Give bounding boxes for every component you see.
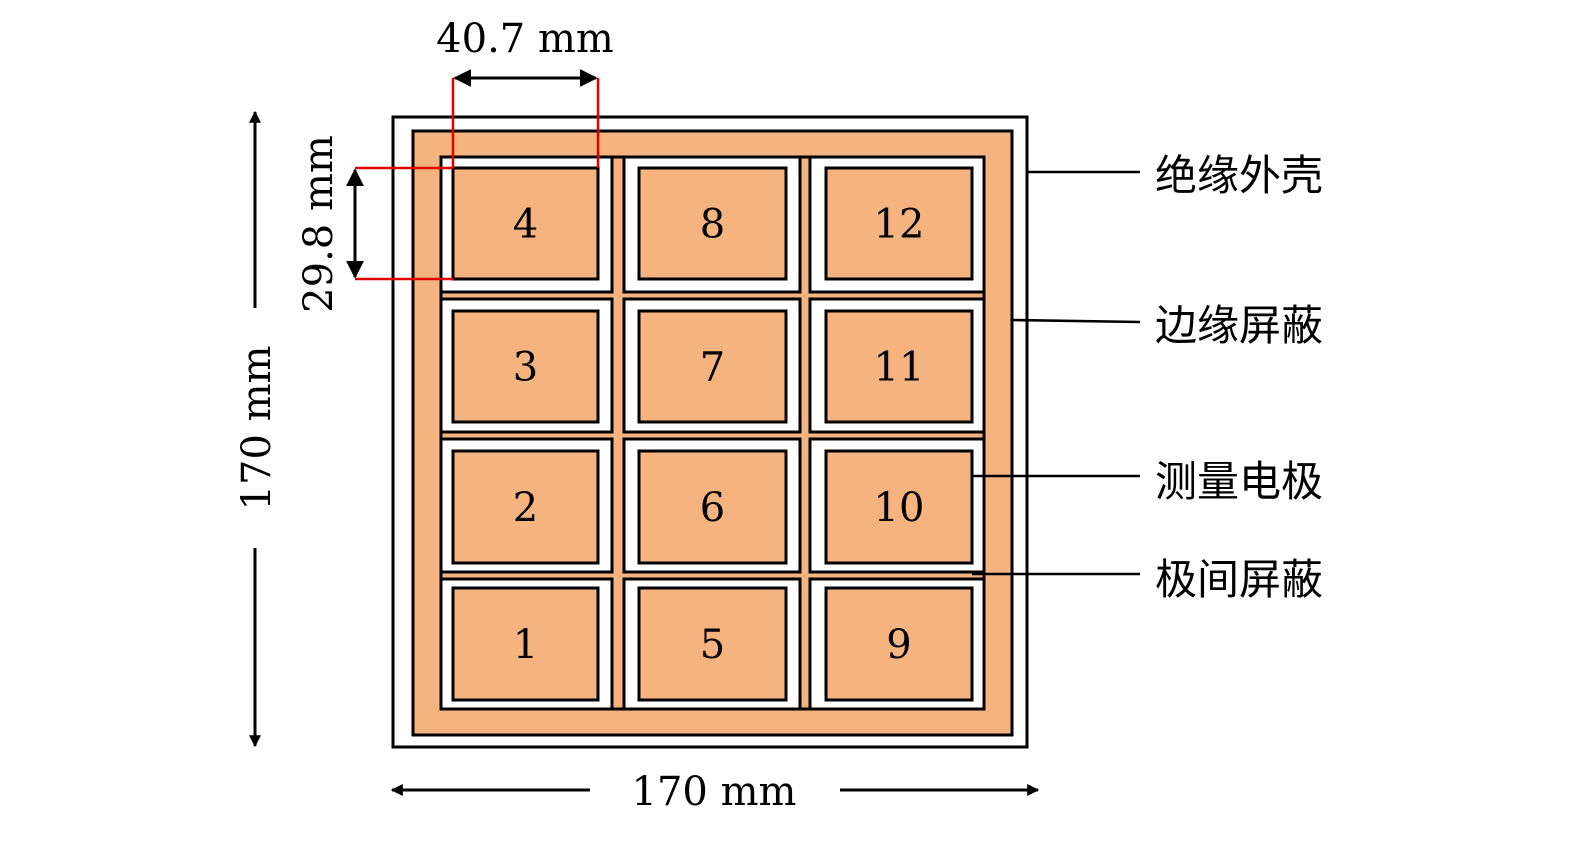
measuring-electrode — [637, 586, 788, 702]
measuring-electrode — [451, 449, 600, 565]
measuring-electrode — [451, 166, 600, 281]
electrode-height-label: 29.8 mm — [296, 135, 342, 313]
callout-edge-shield: 边缘屏蔽 — [1155, 301, 1323, 350]
callout-measuring-electrode: 测量电极 — [1155, 457, 1323, 506]
electrode-number: 4 — [513, 202, 538, 248]
measuring-electrode — [637, 449, 788, 565]
callout-line-edge — [1011, 318, 1141, 324]
electrode-number: 3 — [513, 345, 538, 391]
callout-insulating-shell: 绝缘外壳 — [1155, 151, 1323, 200]
electrode-number: 5 — [700, 622, 725, 668]
electrode-width-label: 40.7 mm — [436, 16, 614, 62]
measuring-electrode — [637, 166, 788, 281]
electrode-number: 12 — [874, 202, 925, 248]
electrode-number: 2 — [513, 485, 538, 531]
measuring-electrode — [824, 309, 974, 424]
electrode-number: 1 — [513, 622, 538, 668]
measuring-electrode — [824, 586, 974, 702]
measuring-electrode — [637, 309, 788, 424]
electrode-number: 11 — [874, 345, 925, 391]
electrode-number: 9 — [886, 622, 911, 668]
callout-inter-electrode-shield: 极间屏蔽 — [1155, 555, 1323, 604]
measuring-electrode — [451, 586, 600, 702]
measuring-electrode — [824, 166, 974, 281]
measuring-electrode — [451, 309, 600, 424]
total-width-label: 170 mm — [632, 769, 797, 815]
electrode-number: 6 — [700, 485, 725, 531]
electrode-number: 10 — [874, 485, 925, 531]
electrode-number: 8 — [700, 202, 725, 248]
measuring-electrode — [824, 449, 974, 565]
total-height-label: 170 mm — [234, 346, 280, 511]
red-extension-lines — [355, 78, 600, 281]
electrode-number: 7 — [700, 345, 725, 391]
